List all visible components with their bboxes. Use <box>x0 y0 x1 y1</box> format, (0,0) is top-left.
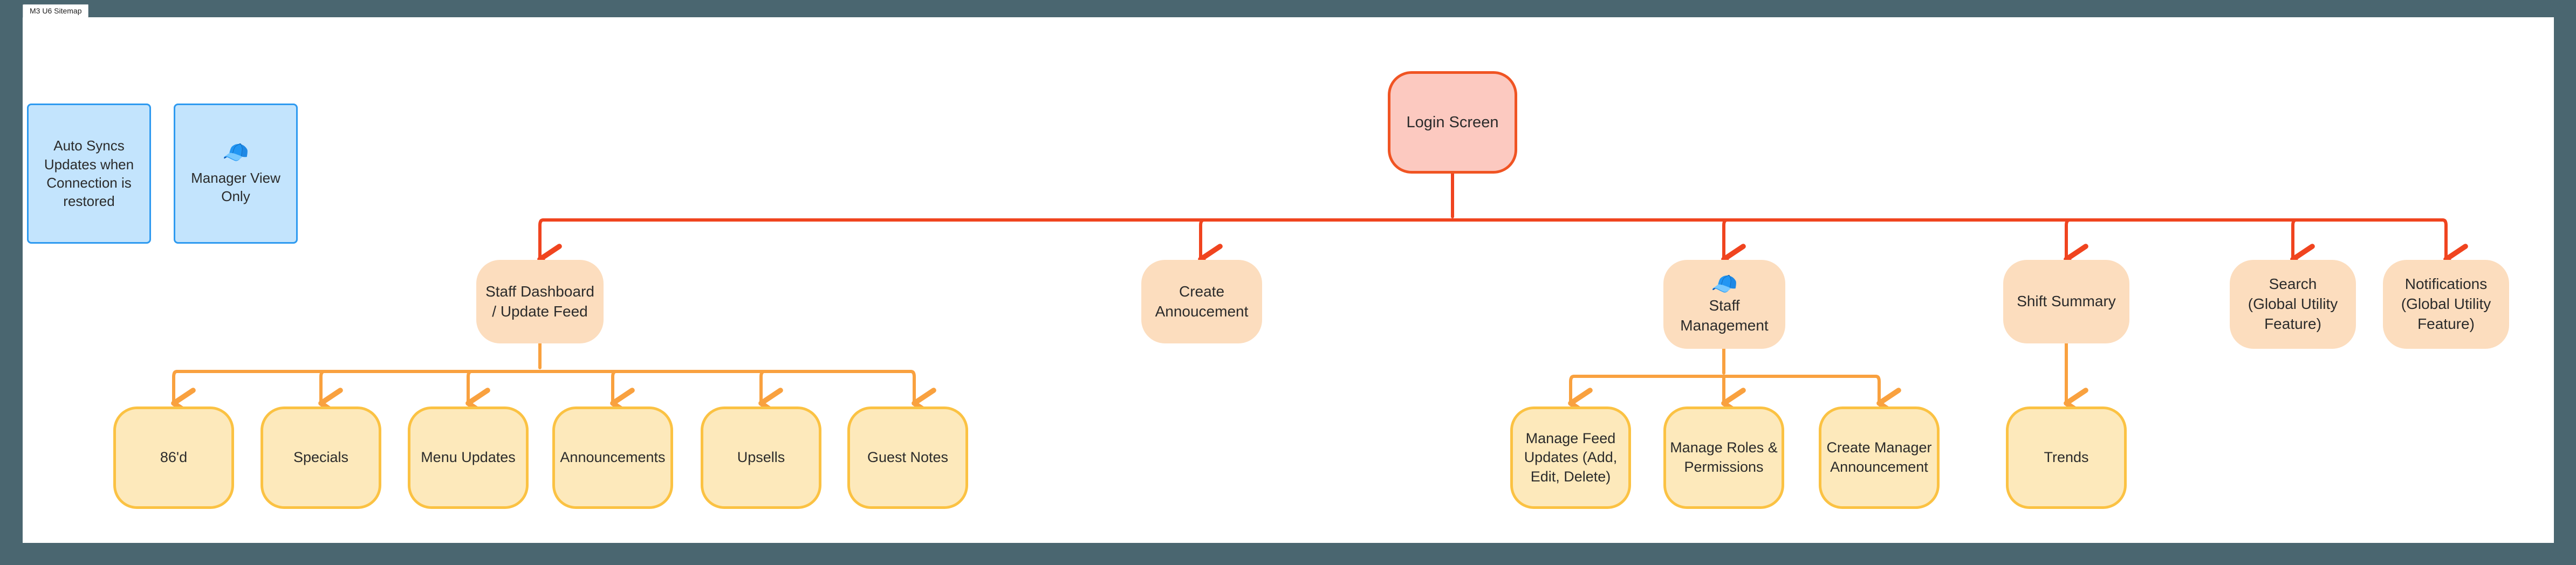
node-create-annoucement[interactable]: Create Annoucement <box>1141 260 1262 343</box>
node-specials[interactable]: Specials <box>261 406 381 509</box>
node-menu-updates[interactable]: Menu Updates <box>408 406 529 509</box>
node-manage-feed-updates[interactable]: Manage Feed Updates (Add, Edit, Delete) <box>1510 406 1631 509</box>
node-notifications-global[interactable]: Notifications (Global Utility Feature) <box>2383 260 2509 349</box>
node-manage-roles-permissions-label: Manage Roles & Permissions <box>1670 439 1778 475</box>
node-login-screen-label: Login Screen <box>1406 113 1499 131</box>
node-upsells-label: Upsells <box>737 449 785 466</box>
node-staff-dashboard-label: Staff Dashboard / Update Feed <box>485 282 594 320</box>
node-guest-notes-label: Guest Notes <box>867 449 949 466</box>
node-login-screen[interactable]: Login Screen <box>1388 71 1517 174</box>
node-notifications-global-label: Notifications (Global Utility Feature) <box>2401 275 2491 332</box>
node-search-global-label: Search (Global Utility Feature) <box>2248 275 2338 332</box>
node-specials-label: Specials <box>293 449 349 466</box>
tab-m3-u6-sitemap[interactable]: M3 U6 Sitemap <box>23 4 89 17</box>
node-upsells[interactable]: Upsells <box>701 406 821 509</box>
legend-manager-view-only-label: Manager View Only <box>191 169 280 204</box>
node-manage-roles-permissions[interactable]: Manage Roles & Permissions <box>1663 406 1784 509</box>
node-eighty-sixd[interactable]: 86'd <box>113 406 234 509</box>
node-staff-management-label: Staff Management <box>1680 297 1769 334</box>
node-announcements[interactable]: Announcements <box>552 406 673 509</box>
edges-root-to-level2 <box>537 172 2468 275</box>
node-trends[interactable]: Trends <box>2006 406 2127 509</box>
node-create-manager-announcement-label: Create Manager Announcement <box>1826 439 1932 475</box>
diagram-canvas[interactable]: Auto Syncs Updates when Connection is re… <box>23 17 2554 543</box>
node-manage-feed-updates-label: Manage Feed Updates (Add, Edit, Delete) <box>1524 430 1618 485</box>
tab-bar: M3 U6 Sitemap <box>23 1 89 17</box>
manager-cap-icon: 🧢 <box>1711 272 1738 296</box>
edges-staff-management-to-leaves <box>1568 347 1901 419</box>
node-staff-management[interactable]: 🧢 Staff Management <box>1663 260 1785 349</box>
node-create-manager-announcement[interactable]: Create Manager Announcement <box>1819 406 1940 509</box>
legend-auto-sync[interactable]: Auto Syncs Updates when Connection is re… <box>27 104 151 244</box>
node-shift-summary-label: Shift Summary <box>2017 293 2116 310</box>
node-shift-summary[interactable]: Shift Summary <box>2003 260 2129 343</box>
node-staff-dashboard[interactable]: Staff Dashboard / Update Feed <box>476 260 604 343</box>
node-create-annoucement-label: Create Annoucement <box>1155 282 1249 320</box>
legend-manager-view-only[interactable]: 🧢 Manager View Only <box>174 104 298 244</box>
legend-auto-sync-label: Auto Syncs Updates when Connection is re… <box>44 137 134 210</box>
node-trends-label: Trends <box>2044 449 2089 466</box>
node-search-global[interactable]: Search (Global Utility Feature) <box>2230 260 2356 349</box>
node-eighty-sixd-label: 86'd <box>160 449 188 466</box>
node-menu-updates-label: Menu Updates <box>421 449 516 466</box>
edges-staff-dashboard-to-leaves <box>171 341 936 419</box>
connector-layer <box>171 172 2468 419</box>
manager-cap-icon: 🧢 <box>222 140 249 164</box>
node-announcements-label: Announcements <box>560 449 666 466</box>
node-guest-notes[interactable]: Guest Notes <box>847 406 968 509</box>
